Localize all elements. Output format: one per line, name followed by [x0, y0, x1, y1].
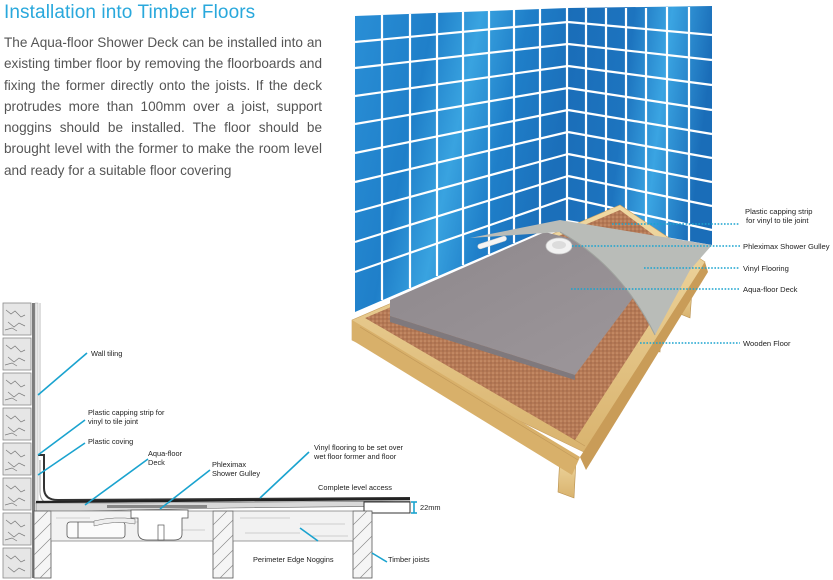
label-timber-joists: Timber joists [388, 555, 430, 564]
label-vinyl-flooring-3d: Vinyl Flooring [743, 264, 789, 273]
label-capping-strip-3d: Plastic capping strip for vinyl to tile … [745, 207, 813, 225]
label-wall-tiling: Wall tiling [91, 349, 123, 358]
label-shower-gulley-3d: Phleximax Shower Gulley [743, 242, 830, 251]
label-capping-strip: Plastic capping strip for vinyl to tile … [88, 408, 165, 426]
label-wooden-floor-3d: Wooden Floor [743, 339, 791, 348]
label-perimeter-noggins: Perimeter Edge Noggins [253, 555, 334, 564]
masonry-wall [2, 302, 32, 579]
label-vinyl-flooring: Vinyl flooring to be set over wet floor … [314, 443, 404, 461]
label-22mm: 22mm [420, 503, 441, 512]
dimension-marker-icon [411, 501, 417, 514]
label-plastic-coving: Plastic coving [88, 437, 134, 446]
label-aqua-floor-deck-3d: Aqua-floor Deck [743, 285, 798, 294]
tile-grout-right [567, 7, 713, 241]
label-shower-gulley: Phleximax Shower Gulley [212, 460, 261, 478]
label-level-access: Complete level access [318, 483, 392, 492]
page-title: Installation into Timber Floors [4, 2, 256, 23]
tile-grout-left [354, 8, 569, 300]
intro-paragraph: The Aqua-floor Shower Deck can be instal… [4, 35, 322, 178]
timber-joists [33, 510, 373, 579]
label-aqua-floor-deck: Aqua-floor Deck [148, 449, 183, 467]
